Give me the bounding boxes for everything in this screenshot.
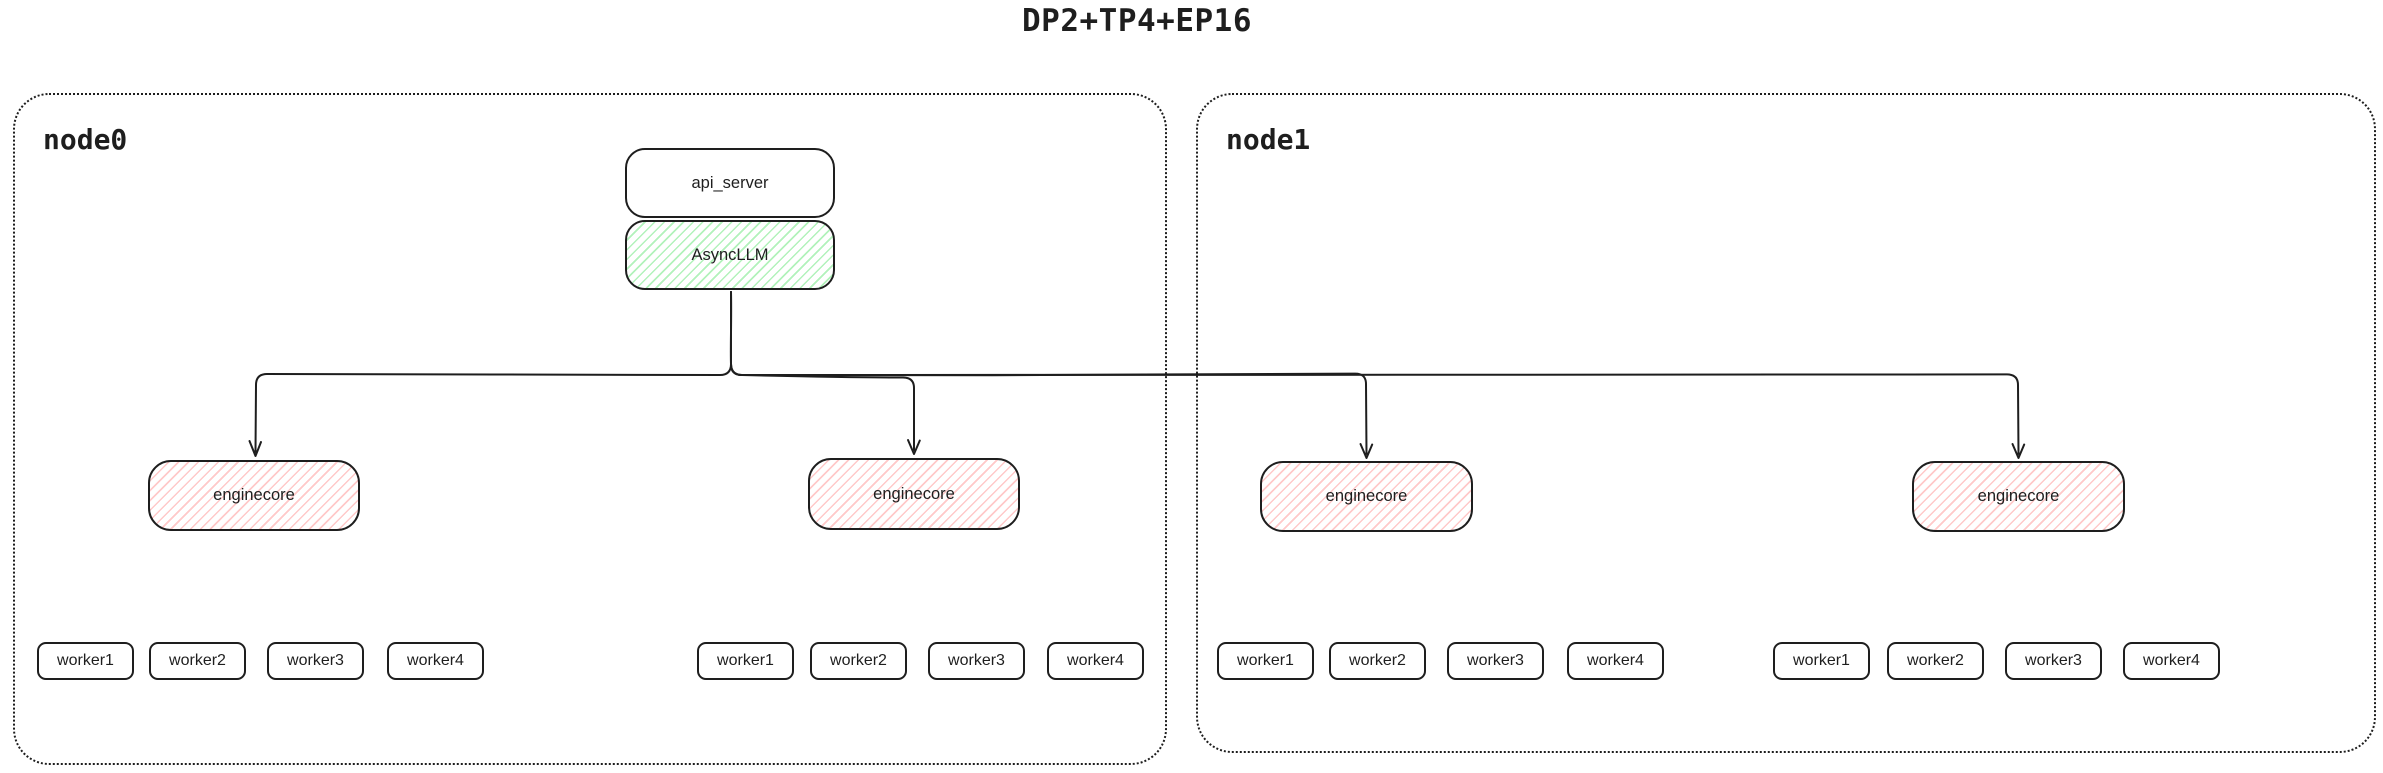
async-llm-label: AsyncLLM	[691, 245, 769, 264]
worker-label: worker4	[2143, 652, 2200, 669]
enginecore-box-0: enginecore	[148, 460, 360, 531]
worker-label: worker3	[1467, 652, 1524, 669]
node1-label: node1	[1226, 123, 1311, 156]
worker-box: worker3	[1447, 642, 1544, 680]
worker-label: worker3	[2025, 652, 2082, 669]
worker-label: worker2	[169, 652, 226, 669]
worker-label: worker3	[287, 652, 344, 669]
worker-box: worker1	[1773, 642, 1870, 680]
worker-label: worker1	[1793, 652, 1850, 669]
worker-box: worker4	[1567, 642, 1664, 680]
worker-box: worker2	[1887, 642, 1984, 680]
worker-label: worker1	[1237, 652, 1294, 669]
node0-label: node0	[43, 123, 128, 156]
enginecore-label: enginecore	[873, 484, 955, 503]
worker-box: worker1	[37, 642, 134, 680]
worker-box: worker2	[1329, 642, 1426, 680]
enginecore-label: enginecore	[1977, 487, 2060, 506]
worker-box: worker3	[267, 642, 364, 680]
enginecore-box-1: enginecore	[808, 458, 1020, 530]
worker-box: worker4	[1047, 642, 1144, 680]
worker-box: worker4	[387, 642, 484, 680]
worker-label: worker2	[1907, 652, 1964, 669]
worker-box: worker2	[149, 642, 246, 680]
worker-box: worker1	[697, 642, 794, 680]
worker-box: worker3	[2005, 642, 2102, 680]
worker-box: worker4	[2123, 642, 2220, 680]
worker-label: worker3	[948, 652, 1005, 669]
worker-label: worker2	[1349, 652, 1406, 669]
worker-label: worker2	[830, 652, 887, 669]
async-llm-box: AsyncLLM	[625, 220, 835, 290]
worker-box: worker3	[928, 642, 1025, 680]
enginecore-label: enginecore	[1325, 487, 1408, 506]
api-server-box: api_server	[625, 148, 835, 218]
enginecore-box-2: enginecore	[1260, 461, 1473, 532]
worker-box: worker1	[1217, 642, 1314, 680]
worker-box: worker2	[810, 642, 907, 680]
worker-label: worker4	[1587, 652, 1644, 669]
worker-label: worker1	[717, 652, 774, 669]
worker-label: worker4	[1067, 652, 1124, 669]
worker-label: worker4	[407, 652, 464, 669]
enginecore-box-3: enginecore	[1912, 461, 2125, 532]
worker-label: worker1	[57, 652, 114, 669]
diagram-title: DP2+TP4+EP16	[1022, 3, 1252, 39]
api-server-label: api_server	[691, 173, 769, 192]
enginecore-label: enginecore	[213, 486, 295, 505]
